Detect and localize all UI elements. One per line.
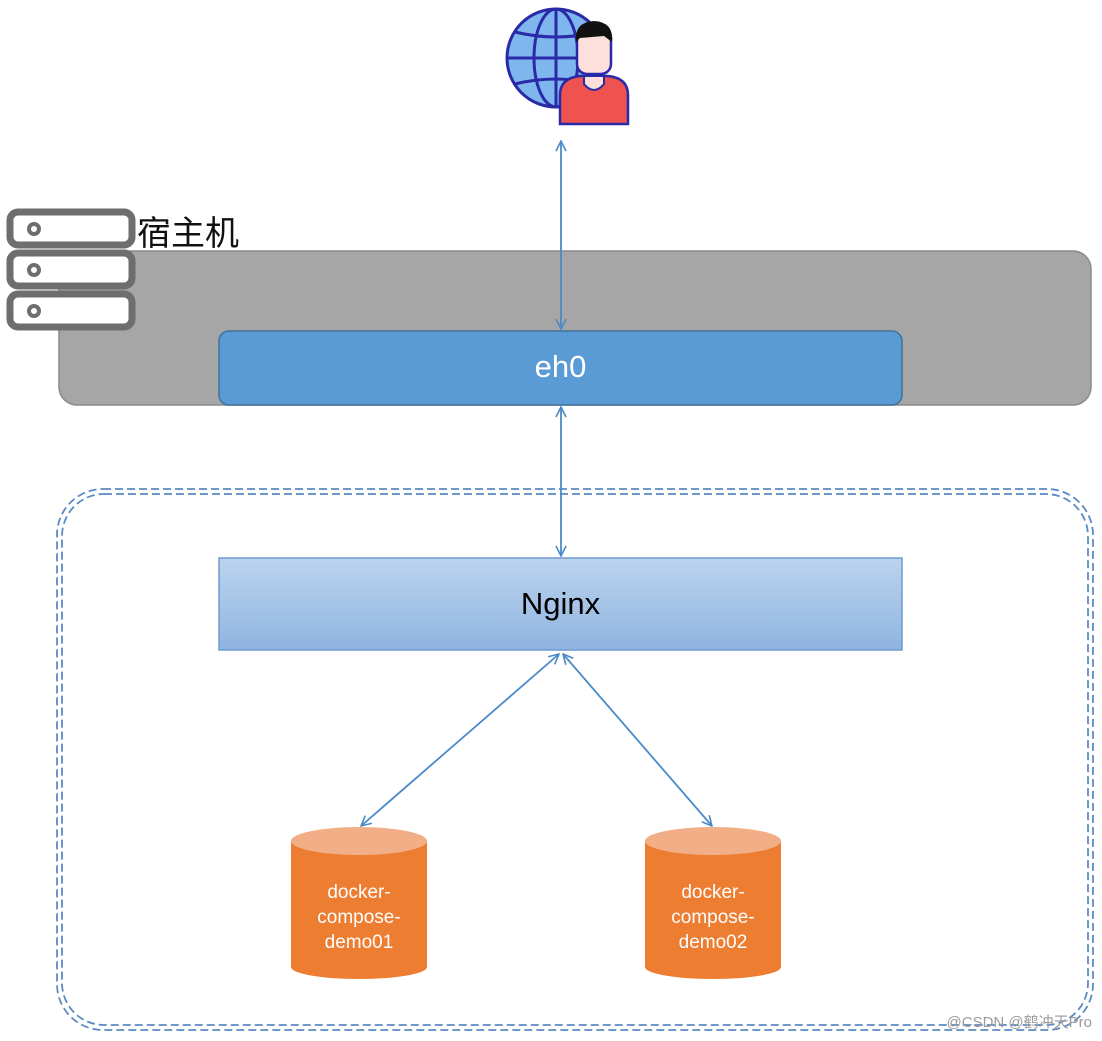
- eh0-box: [218, 330, 903, 406]
- service-label-line: docker-: [327, 882, 391, 903]
- service-label-line: demo02: [678, 932, 748, 953]
- watermark: @CSDN @鹤冲天Pro: [946, 1014, 1092, 1031]
- host-label: 宿主机: [137, 214, 239, 254]
- service-label-line: compose-: [671, 907, 755, 928]
- database-icon-demo02: [645, 827, 781, 979]
- eh0-label: eh0: [534, 349, 587, 384]
- connector-nginx-demo02: [563, 654, 712, 826]
- nginx-label: Nginx: [520, 586, 601, 621]
- service-label-line: docker-: [681, 882, 745, 903]
- globe-user-icon: [505, 7, 630, 126]
- connector-nginx-demo01: [361, 654, 559, 826]
- service-label-line: demo01: [324, 932, 394, 953]
- database-icon-demo01: [291, 827, 427, 979]
- service-label-demo02: docker- compose- demo02: [645, 880, 781, 955]
- server-rack-icon: [6, 208, 136, 331]
- service-label-line: compose-: [317, 907, 401, 928]
- nginx-box: [218, 557, 903, 651]
- docker-network-container: [56, 488, 1094, 1031]
- service-label-demo01: docker- compose- demo01: [291, 880, 427, 955]
